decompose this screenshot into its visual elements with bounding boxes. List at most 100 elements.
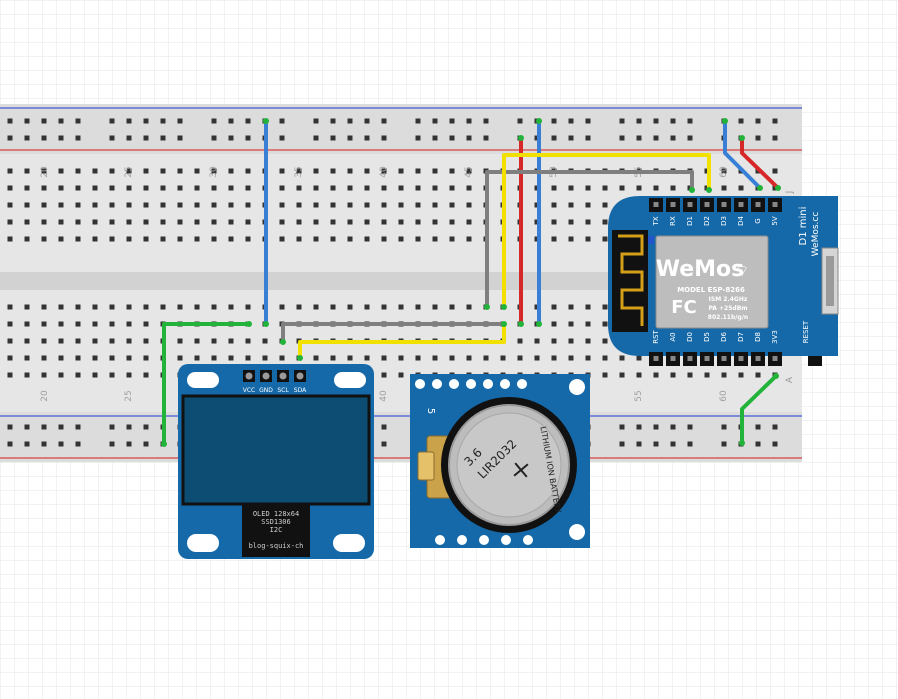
rtc-pin[interactable]: [500, 379, 510, 389]
wire-endpoint[interactable]: [297, 355, 303, 361]
terminal-hole: [177, 338, 183, 344]
wire-endpoint[interactable]: [773, 373, 779, 379]
power-rail-hole: [228, 118, 234, 124]
wire-endpoint[interactable]: [263, 321, 269, 327]
rtc-pin[interactable]: [523, 535, 533, 545]
oled-pin[interactable]: [296, 372, 304, 380]
terminal-hole: [585, 185, 591, 191]
terminal-hole: [211, 185, 217, 191]
power-rail-hole: [636, 424, 642, 430]
terminal-hole: [92, 304, 98, 310]
power-rail-hole: [330, 118, 336, 124]
wemos-pin[interactable]: [721, 202, 727, 207]
wire-endpoint[interactable]: [706, 187, 712, 193]
bottom-power-rail: [0, 412, 802, 462]
power-rail-hole: [636, 118, 642, 124]
power-rail-hole: [585, 135, 591, 141]
oled-pin[interactable]: [279, 372, 287, 380]
wire-endpoint[interactable]: [518, 135, 524, 141]
terminal-hole: [381, 355, 387, 361]
rtc-pin[interactable]: [483, 379, 493, 389]
wemos-pin[interactable]: [738, 356, 744, 361]
wemos-pin[interactable]: [687, 356, 693, 361]
rtc-pin[interactable]: [466, 379, 476, 389]
rtc-pin[interactable]: [457, 535, 467, 545]
wire-endpoint[interactable]: [161, 441, 167, 447]
terminal-hole: [364, 236, 370, 242]
power-rail-hole: [619, 118, 625, 124]
wemos-pin[interactable]: [755, 356, 761, 361]
rtc-top-pins: [415, 379, 527, 389]
rtc-pin[interactable]: [415, 379, 425, 389]
oled-pin[interactable]: [245, 372, 253, 380]
terminal-hole: [296, 168, 302, 174]
wire-endpoint[interactable]: [722, 118, 728, 124]
power-rail-hole: [211, 118, 217, 124]
wire-endpoint[interactable]: [484, 304, 490, 310]
wemos-pin[interactable]: [755, 202, 761, 207]
terminal-hole: [143, 202, 149, 208]
terminal-hole: [7, 219, 13, 225]
terminal-hole: [177, 202, 183, 208]
wemos-pin[interactable]: [721, 356, 727, 361]
terminal-hole: [449, 355, 455, 361]
rtc-module: 5 3.6 LIR2032 LITHIUM ION BATTERY: [410, 374, 590, 548]
wemos-pin[interactable]: [670, 356, 676, 361]
power-rail-hole: [653, 424, 659, 430]
wemos-pin[interactable]: [670, 202, 676, 207]
wemos-pin[interactable]: [653, 202, 659, 207]
terminal-hole: [398, 202, 404, 208]
wemos-pin-label-d3: D3: [720, 216, 728, 226]
rtc-pin[interactable]: [435, 535, 445, 545]
wemos-pin[interactable]: [704, 202, 710, 207]
terminal-hole: [109, 355, 115, 361]
wemos-pin[interactable]: [687, 202, 693, 207]
oled-mount-hole-tr: [334, 372, 366, 388]
wire-endpoint[interactable]: [739, 440, 745, 446]
rtc-pin[interactable]: [517, 379, 527, 389]
terminal-hole: [636, 185, 642, 191]
wire-endpoint[interactable]: [518, 321, 524, 327]
wire-endpoint[interactable]: [757, 185, 763, 191]
wire-endpoint[interactable]: [263, 118, 269, 124]
wemos-pin[interactable]: [738, 202, 744, 207]
terminal-hole: [194, 202, 200, 208]
rtc-pin[interactable]: [449, 379, 459, 389]
oled-mount-hole-bl: [187, 534, 219, 552]
wemos-pin-label-d5: D5: [703, 332, 711, 342]
power-rail-hole: [58, 135, 64, 141]
wire-endpoint[interactable]: [536, 321, 542, 327]
rtc-pin-label: 5: [425, 408, 436, 414]
power-rail-hole: [126, 424, 132, 430]
wemos-pin[interactable]: [772, 202, 778, 207]
terminal-hole: [92, 236, 98, 242]
terminal-hole: [75, 372, 81, 378]
wire-endpoint[interactable]: [739, 135, 745, 141]
wemos-pin[interactable]: [704, 356, 710, 361]
wire-endpoint[interactable]: [280, 339, 286, 345]
wire-endpoint[interactable]: [775, 185, 781, 191]
terminal-hole: [143, 372, 149, 378]
wire-endpoint[interactable]: [536, 118, 542, 124]
terminal-hole: [466, 202, 472, 208]
terminal-hole: [296, 202, 302, 208]
power-rail-hole: [279, 135, 285, 141]
terminal-hole: [109, 304, 115, 310]
rtc-pin[interactable]: [501, 535, 511, 545]
rtc-pin[interactable]: [479, 535, 489, 545]
power-rail-hole: [143, 441, 149, 447]
terminal-hole: [228, 304, 234, 310]
oled-pin[interactable]: [262, 372, 270, 380]
wire-endpoint[interactable]: [246, 321, 252, 327]
wire-endpoint[interactable]: [689, 187, 695, 193]
wire-endpoint[interactable]: [501, 304, 507, 310]
rtc-pin[interactable]: [432, 379, 442, 389]
wemos-reset-button[interactable]: [808, 356, 822, 366]
wemos-pin[interactable]: [772, 356, 778, 361]
power-rail-hole: [75, 118, 81, 124]
wire-endpoint[interactable]: [501, 321, 507, 327]
wemos-pin[interactable]: [653, 356, 659, 361]
terminal-hole: [279, 185, 285, 191]
terminal-hole: [313, 202, 319, 208]
